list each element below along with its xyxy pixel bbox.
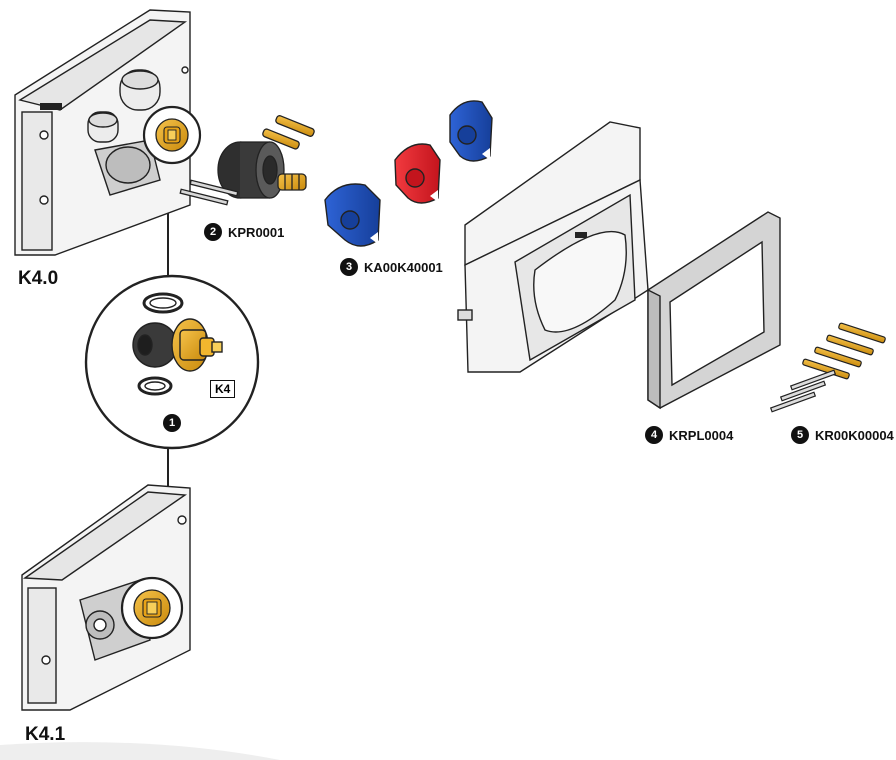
part-2-components (179, 115, 315, 206)
k40-housing (14, 9, 191, 256)
label-k40: K4.0 (18, 268, 59, 289)
part-1-label: 1 (163, 414, 181, 432)
k41-cartridge-icon (133, 589, 171, 627)
part-3-number: 3 (340, 258, 358, 276)
part-2-code: KPR0001 (228, 224, 285, 240)
part-3-handles (324, 100, 493, 247)
page-curl-shadow (0, 742, 280, 760)
k40-cartridge-icon (155, 118, 189, 152)
part-3-label: 3 KA00K40001 (340, 258, 443, 276)
part-5-number: 5 (791, 426, 809, 444)
part-4-label: 4 KRPL0004 (645, 426, 733, 444)
part-4-number: 4 (645, 426, 663, 444)
part-5-label: 5 KR00K00004 (791, 426, 894, 444)
part-4-code: KRPL0004 (669, 427, 734, 443)
part-1-cartridge (132, 292, 223, 396)
part-4-cover-frame (647, 211, 781, 410)
label-k41: K4.1 (25, 724, 66, 745)
mounting-box (457, 121, 649, 373)
part-5-code: KR00K00004 (815, 427, 894, 443)
part-5-pins-screws (769, 322, 886, 413)
k41-housing (21, 484, 191, 711)
part-1-detail-circle (84, 274, 260, 450)
part-2-number: 2 (204, 223, 222, 241)
part-1-number: 1 (163, 414, 181, 432)
part-2-label: 2 KPR0001 (204, 223, 284, 241)
part-3-code: KA00K40001 (364, 259, 443, 275)
label-k4-box: K4 (210, 380, 236, 398)
